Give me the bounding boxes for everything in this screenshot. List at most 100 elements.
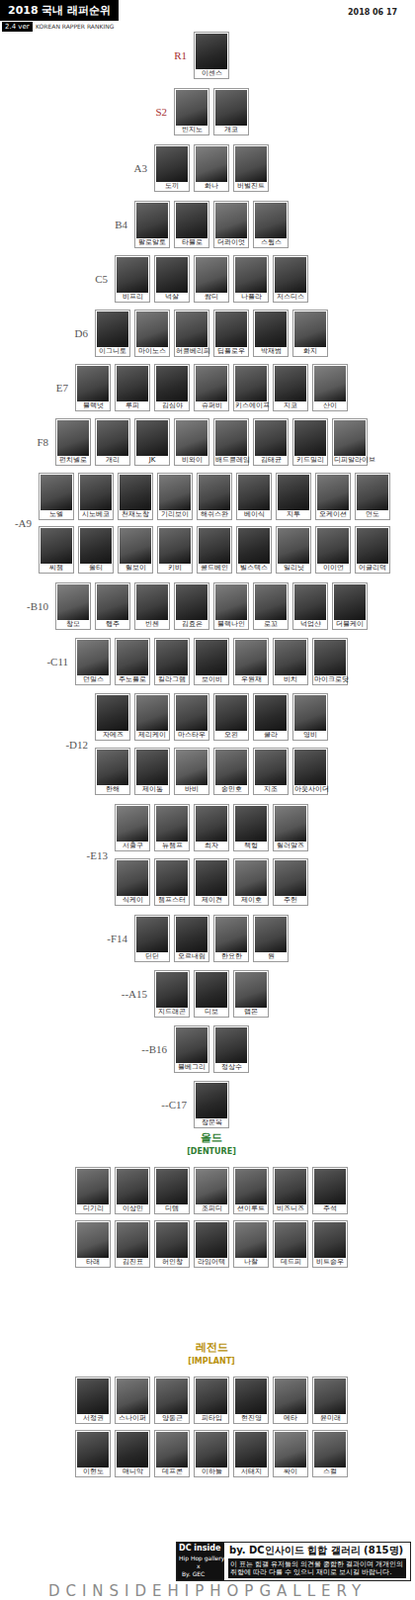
photo-placeholder (156, 1430, 188, 1467)
photo-placeholder (274, 365, 307, 402)
rapper-card: 서출구 (114, 803, 151, 851)
photo-placeholder (294, 694, 327, 731)
rapper-name: JK (135, 455, 169, 465)
rapper-name: 장문복 (194, 1117, 229, 1127)
rapper-card: 비트승우 (312, 1219, 348, 1267)
page-label: Hip Hop gallery (178, 1553, 225, 1561)
photo-placeholder (235, 256, 267, 293)
rapper-card: 버벌진트 (233, 144, 269, 192)
rapper-card: 션이루트 (233, 1165, 269, 1214)
rapper-card: 키스에이프 (233, 363, 269, 412)
rapper-name: 딘딘 (135, 951, 169, 961)
rapper-name: 비치 (273, 674, 308, 684)
rapper-card: 마이노스 (134, 309, 170, 357)
rapper-card: 디보 (193, 969, 230, 1017)
photo-placeholder (156, 365, 188, 402)
rapper-name: 넉업샨 (293, 619, 328, 629)
rapper-card: 스나이퍼 (114, 1375, 151, 1423)
rapper-card: 장문복 (193, 1079, 230, 1128)
rapper-name: 어글리덕 (355, 563, 390, 573)
rapper-card: 싸이 (272, 1428, 309, 1477)
tier-label: -D12 (65, 738, 88, 750)
rapper-name: 킬라그램 (155, 674, 189, 684)
rapper-name: 정상수 (214, 1062, 249, 1072)
photo-placeholder (333, 419, 366, 456)
photo-placeholder (314, 1430, 346, 1467)
rapper-card: 제이통 (134, 747, 170, 795)
rapper-name: 김효은 (174, 619, 209, 629)
rapper-name: 마이크로닷 (313, 674, 347, 684)
rapper-card: 현진영 (233, 1375, 269, 1423)
rapper-card: 허클베리피 (173, 309, 210, 357)
rapper-name: 저스디스 (273, 292, 308, 302)
photo-placeholder (317, 527, 349, 564)
rapper-card: 개리 (94, 417, 131, 466)
rapper-name: 박재범 (253, 346, 288, 356)
page-label: 이 표는 힙갤 유저들의 의견을 종합한 결과이며 개개인의 취향에 따라 다를… (228, 1557, 407, 1577)
rapper-name: 쿨라 (253, 730, 288, 740)
rapper-card: 김진표 (114, 1219, 151, 1267)
rapper-name: 빈지노 (174, 125, 209, 135)
rapper-name: 디템 (155, 1203, 189, 1213)
page-label: [DENTURE] (186, 1146, 237, 1156)
tier-label: B4 (114, 218, 128, 231)
photo-placeholder (235, 1221, 267, 1257)
rapper-name: 김태균 (253, 455, 288, 465)
rapper-name: 펀치넬로 (56, 455, 90, 465)
page-label: [IMPLANT] (187, 1355, 236, 1365)
rapper-card: 씨잼 (38, 525, 75, 574)
rapper-card: 릴러말즈 (272, 803, 309, 851)
rapper-card: 김심야 (154, 363, 190, 412)
photo-placeholder (175, 583, 208, 620)
photo-placeholder (314, 639, 346, 675)
rapper-card: 제리케이 (134, 692, 170, 741)
rapper-name: 서태지 (234, 1466, 268, 1476)
photo-placeholder (235, 805, 267, 841)
rapper-card: 자메즈 (94, 692, 131, 741)
photo-placeholder (116, 805, 149, 841)
rapper-card: 한요한 (213, 913, 249, 962)
tier-label: E7 (56, 381, 69, 394)
rapper-name: 버벌진트 (234, 181, 268, 191)
rapper-name: 보이비 (194, 674, 229, 684)
page-label: by. DC인사이드 힙합 갤러리 (815명) (229, 1542, 404, 1557)
rapper-card: 킬라그램 (154, 637, 190, 685)
rapper-card: 서정권 (75, 1375, 111, 1423)
rapper-card: 화지 (292, 309, 329, 357)
rapper-name: 릴보이 (118, 563, 153, 573)
rapper-card: 넉살 (154, 254, 190, 303)
rapper-name: 기리보이 (158, 509, 192, 519)
rapper-name: 아웃사이더 (293, 784, 328, 794)
rapper-card: 마이크로닷 (312, 637, 348, 685)
rapper-name: 도끼 (155, 181, 189, 191)
photo-placeholder (314, 1377, 346, 1413)
rapper-name: 자메즈 (95, 730, 130, 740)
photo-placeholder (96, 583, 129, 620)
photo-placeholder (254, 311, 287, 347)
rapper-name: 한해 (95, 784, 130, 794)
rapper-card: 이상민 (114, 1165, 151, 1214)
rapper-name: 서출구 (115, 840, 150, 850)
photo-placeholder (254, 202, 287, 239)
rapper-card: 양동근 (154, 1375, 190, 1423)
watermark: DCINSIDEHIPHOPGALLERY (48, 1580, 367, 1599)
rapper-name: 콜드베인 (197, 563, 232, 573)
rapper-name: 블랙나인 (214, 619, 249, 629)
photo-placeholder (116, 639, 149, 675)
rapper-card: 우원재 (233, 637, 269, 685)
photo-placeholder (156, 639, 188, 675)
rapper-card: 디피알라이브 (332, 417, 368, 466)
rapper-name: 블랙넛 (76, 401, 110, 411)
rapper-card: 지조 (252, 747, 289, 795)
photo-placeholder (274, 805, 307, 841)
photo-placeholder (195, 1377, 228, 1413)
photo-placeholder (156, 805, 188, 841)
rapper-name: 쌈디 (194, 292, 229, 302)
rapper-card: 빈첸 (134, 581, 170, 630)
tier-label: S2 (155, 105, 167, 118)
photo-placeholder (195, 971, 228, 1007)
rapper-name: 나찰 (234, 1256, 268, 1266)
rapper-name: 지투 (276, 509, 311, 519)
photo-placeholder (198, 474, 231, 510)
rapper-card: 기리보이 (157, 472, 193, 520)
